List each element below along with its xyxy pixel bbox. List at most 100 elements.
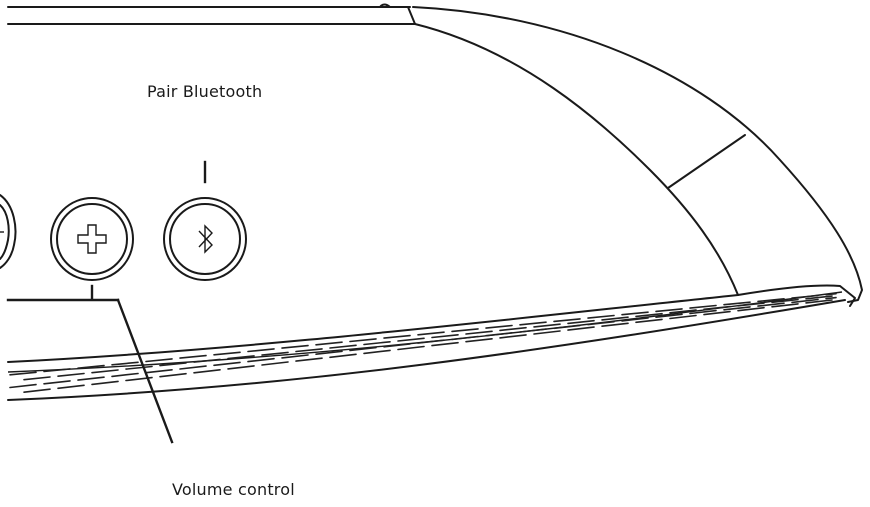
grille-slot xyxy=(329,353,357,359)
grille-slot xyxy=(159,372,187,378)
speaker-grille xyxy=(9,292,837,393)
grille-slot xyxy=(737,302,765,307)
bluetooth-button[interactable] xyxy=(163,197,247,281)
grille-slot xyxy=(703,305,731,311)
grille-slot xyxy=(533,323,561,328)
grille-slot xyxy=(805,295,833,300)
grille-slot xyxy=(91,369,119,374)
grille-slot xyxy=(125,365,153,370)
grille-slot xyxy=(261,361,289,366)
volume-plus-icon xyxy=(77,224,107,254)
bluetooth-icon xyxy=(198,224,213,254)
volume-minus-button[interactable] xyxy=(0,194,17,269)
grille-slot xyxy=(723,301,751,306)
grille-slot xyxy=(9,383,37,389)
grille-slot xyxy=(281,344,309,349)
grille-slot xyxy=(669,314,697,320)
grille-slot xyxy=(519,321,547,326)
grille-slot xyxy=(689,309,717,315)
grille-slot xyxy=(499,326,527,332)
grille-slot xyxy=(791,298,819,304)
grille-slot xyxy=(553,324,581,330)
grille-slot xyxy=(247,348,275,353)
grille-slot xyxy=(635,312,663,318)
grille-slot xyxy=(363,349,391,355)
grille-slot xyxy=(179,354,207,359)
grille-slot xyxy=(757,302,785,307)
grille-slot xyxy=(553,318,581,323)
grille-slot xyxy=(689,304,717,309)
grille-slot xyxy=(499,334,527,339)
grille-slot xyxy=(227,355,255,360)
grille-slot xyxy=(145,358,173,363)
grille-slot xyxy=(485,324,513,329)
grille-slot xyxy=(329,344,357,349)
grille-slot xyxy=(601,316,629,321)
grille-slot xyxy=(737,306,765,312)
grille-slot xyxy=(363,341,391,346)
grille-slot xyxy=(655,313,683,318)
grille-slot xyxy=(567,326,595,331)
grille-slot xyxy=(57,384,85,390)
grille-slot xyxy=(247,357,275,363)
grille-slot xyxy=(669,309,697,314)
grille-slot xyxy=(179,365,207,370)
grille-slot xyxy=(111,372,139,378)
speaker-end-cap xyxy=(412,6,863,307)
grille-slot xyxy=(315,341,343,346)
grille-slot xyxy=(91,380,119,386)
grille-slot xyxy=(193,358,221,363)
grille-slot xyxy=(587,314,615,319)
volume-control-callout-line xyxy=(6,284,174,444)
grille-slot xyxy=(805,299,833,304)
grille-slot xyxy=(791,294,819,299)
grille-slot xyxy=(213,361,241,367)
grille-slot xyxy=(23,388,51,393)
grille-slot xyxy=(601,322,629,327)
grille-slot xyxy=(485,332,513,337)
grille-slot xyxy=(349,338,377,343)
grille-slot xyxy=(383,334,411,339)
grille-slot xyxy=(587,320,615,326)
grille-slot xyxy=(227,365,255,370)
grille-slot xyxy=(295,348,323,353)
grille-slot xyxy=(757,298,785,303)
grille-slot xyxy=(193,369,221,374)
grille-slot xyxy=(397,345,425,351)
grille-slot xyxy=(43,380,71,385)
grille-slot xyxy=(635,318,663,324)
grille-slot xyxy=(465,330,493,335)
grille-slot xyxy=(77,376,105,381)
grille-slot xyxy=(23,376,51,381)
grille-slot xyxy=(145,369,173,374)
speaker-top-edge xyxy=(7,3,416,25)
grille-slot xyxy=(9,371,37,376)
grille-slot xyxy=(417,331,445,336)
grille-slot xyxy=(465,338,493,343)
grille-slot xyxy=(417,339,445,344)
grille-slot xyxy=(315,350,343,355)
grille-slot xyxy=(431,334,459,339)
grille-slot xyxy=(111,361,139,366)
grille-slot xyxy=(43,368,71,373)
grille-slot xyxy=(771,298,799,304)
grille-slot xyxy=(213,351,241,356)
grille-slot xyxy=(825,296,837,300)
volume-plus-button[interactable] xyxy=(50,197,134,281)
grille-slot xyxy=(383,343,411,348)
grille-slot xyxy=(159,362,187,367)
grille-slot xyxy=(621,317,649,322)
grille-slot xyxy=(349,346,377,352)
grille-slot xyxy=(261,351,289,356)
grille-slot xyxy=(703,310,731,316)
grille-slot xyxy=(621,311,649,316)
pair-bluetooth-label: Pair Bluetooth xyxy=(147,82,263,101)
grille-slot xyxy=(57,372,85,377)
grille-slot xyxy=(533,330,561,335)
grille-slot xyxy=(825,292,837,296)
grille-slot xyxy=(655,308,683,313)
grille-slot xyxy=(431,341,459,347)
grille-slot xyxy=(77,364,105,369)
grille-slot xyxy=(451,328,479,333)
